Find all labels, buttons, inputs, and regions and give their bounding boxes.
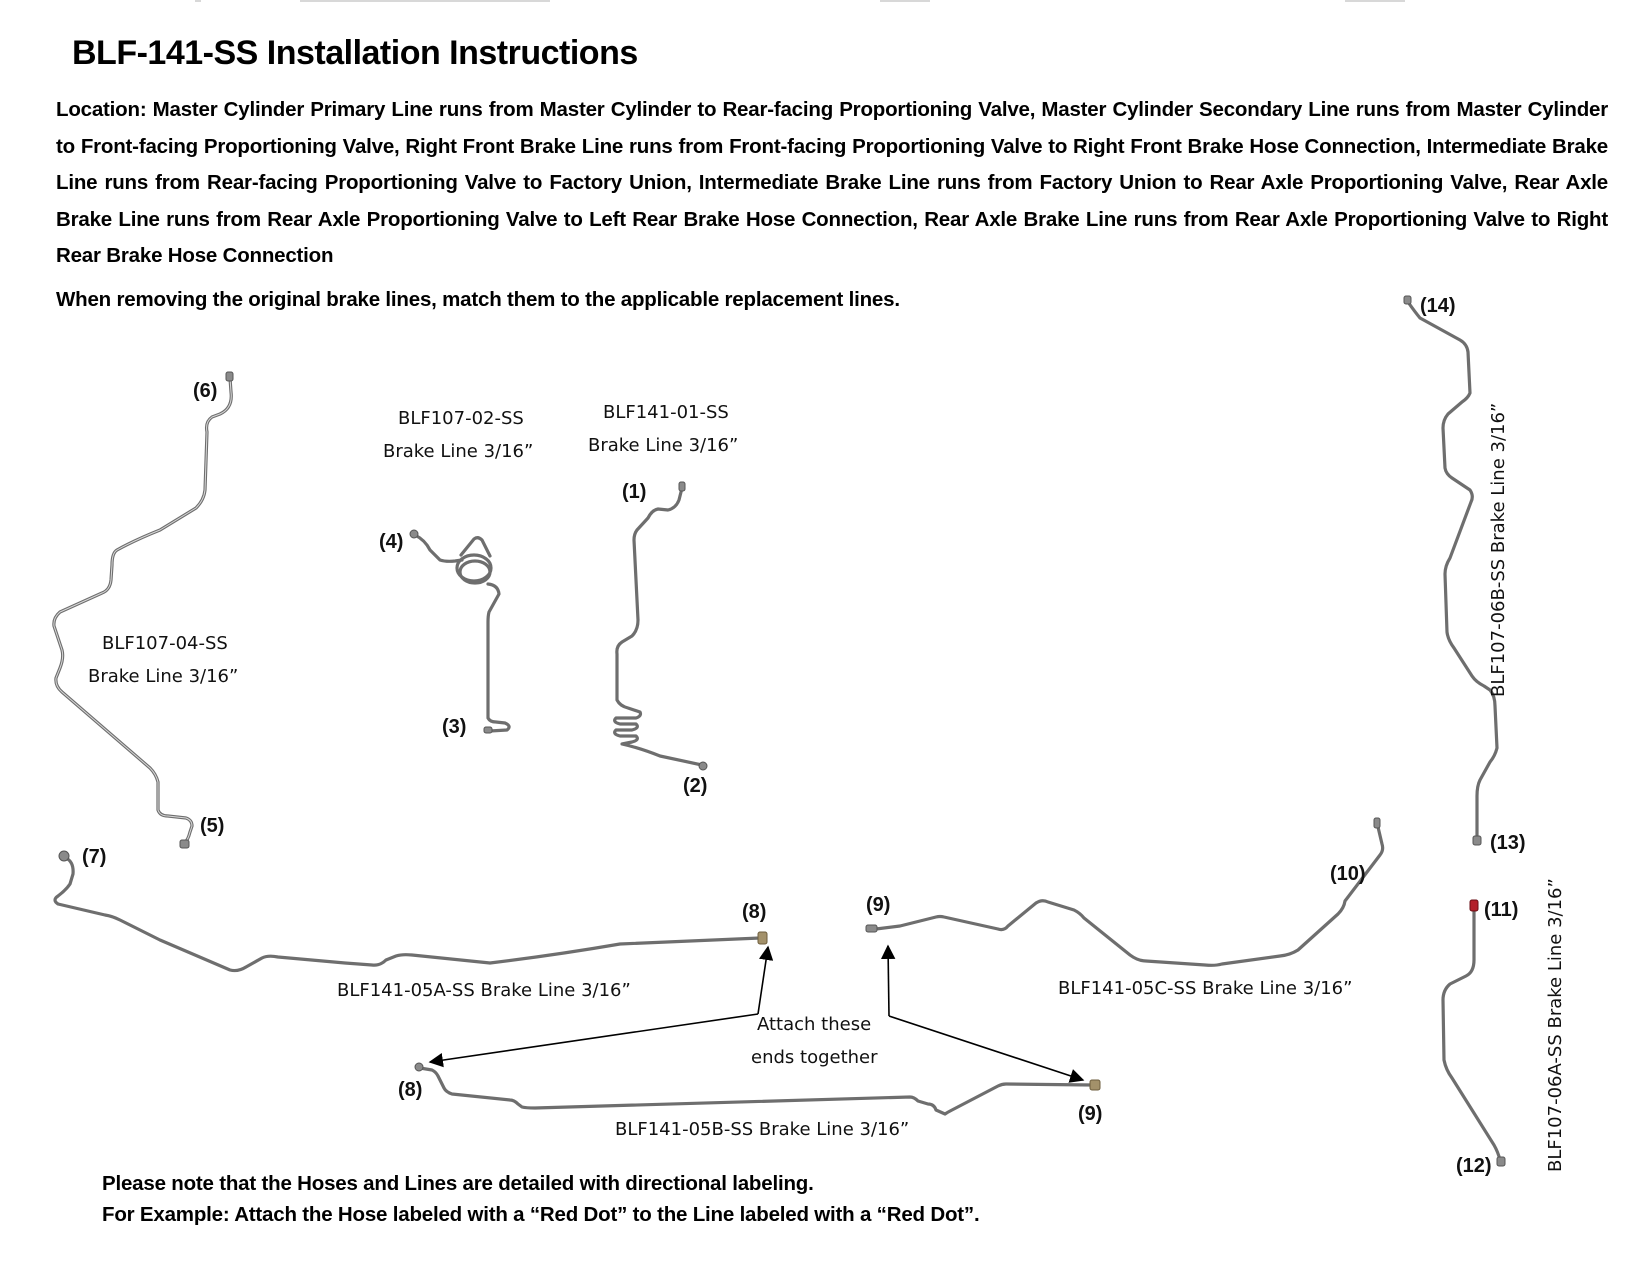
tube-path [53, 856, 762, 973]
fitting-end-7 [58, 850, 70, 862]
brake-line-blf141-01-ss: (1) (2) BLF141-01-SS Brake Line 3/16” [588, 402, 738, 797]
brake-line-blf141-05b-ss: (8) (9) BLF141-05B-SS Brake Line 3/16” [398, 1062, 1102, 1140]
brake-line-blf107-04-ss: (6) (5) BLF107-04-SS Brake Line 3/16” [52, 371, 238, 849]
part-number-blf141-01-ss: BLF141-01-SS [603, 402, 729, 423]
tube-path [1441, 910, 1502, 1162]
attach-ends-callout: Attach these ends together [428, 944, 1085, 1083]
fitting-end-2 [698, 761, 708, 771]
fitting-end-5 [179, 839, 190, 849]
end-label-14: (14) [1420, 295, 1456, 317]
tube-path [613, 486, 704, 767]
tube-path [52, 376, 233, 844]
end-label-9-upper: (9) [866, 894, 890, 916]
end-label-8-lower: (8) [398, 1079, 422, 1101]
end-label-7: (7) [82, 846, 106, 868]
page-title: BLF-141-SS Installation Instructions [72, 34, 638, 72]
fitting-end-9-lower [1089, 1079, 1101, 1091]
arrow-to-end-9-upper [880, 944, 896, 1017]
fitting-end-14 [1403, 295, 1412, 305]
end-label-2: (2) [683, 775, 707, 797]
part-size-blf141-01-ss: Brake Line 3/16” [588, 435, 738, 456]
end-label-11: (11) [1484, 899, 1518, 921]
fitting-end-6 [225, 371, 234, 382]
match-instruction: When removing the original brake lines, … [56, 288, 900, 311]
scan-artifacts [0, 0, 1650, 4]
fitting-end-4 [409, 529, 419, 539]
tube-path [459, 536, 492, 558]
fitting-end-8-lower [414, 1062, 424, 1072]
end-label-5: (5) [200, 815, 224, 837]
brake-line-blf107-06b-ss: (14) (13) BLF107-06B-SS Brake Line 3/16” [1403, 295, 1526, 854]
end-label-10: (10) [1330, 863, 1366, 885]
part-number-blf107-04-ss: BLF107-04-SS [102, 633, 228, 654]
tube-path [418, 1066, 1094, 1116]
brake-line-blf107-02-ss: (4) (3) BLF107-02-SS Brake Line 3/16” [379, 408, 533, 738]
end-label-6: (6) [193, 380, 217, 402]
end-label-8: (8) [742, 901, 766, 923]
fitting-end-8 [757, 931, 768, 945]
note-line-1: Please note that the Hoses and Lines are… [102, 1172, 814, 1195]
arrow-to-end-8-lower [428, 1013, 759, 1068]
end-label-1: (1) [622, 481, 646, 503]
part-label-blf141-05a-ss: BLF141-05A-SS Brake Line 3/16” [337, 980, 631, 1001]
brake-line-blf141-05a-ss: (7) (8) BLF141-05A-SS Brake Line 3/16” [53, 846, 768, 1001]
brake-line-blf107-06a-ss: (11) (12) BLF107-06A-SS Brake Line 3/16” [1441, 878, 1566, 1177]
red-dot-fitting-end-11 [1469, 899, 1479, 912]
brake-line-blf141-05c-ss: (9) (10) BLF141-05C-SS Brake Line 3/16” [865, 817, 1385, 999]
end-label-4: (4) [379, 531, 403, 553]
end-label-3: (3) [442, 716, 466, 738]
part-label-blf107-06a-ss: BLF107-06A-SS Brake Line 3/16” [1545, 878, 1566, 1172]
tube-path [1406, 300, 1499, 840]
fitting-end-12 [1496, 1156, 1506, 1167]
note-line-2: For Example: Attach the Hose labeled wit… [102, 1203, 980, 1226]
directional-labeling-note: Please note that the Hoses and Lines are… [102, 1168, 980, 1230]
fitting-end-13 [1472, 835, 1482, 846]
end-label-9-lower: (9) [1078, 1103, 1102, 1125]
arrow-to-end-9-lower [888, 1015, 1085, 1083]
callout-line-1: Attach these [757, 1014, 871, 1035]
fitting-end-3 [483, 726, 493, 734]
tube-coil [455, 553, 493, 583]
part-label-blf141-05c-ss: BLF141-05C-SS Brake Line 3/16” [1058, 978, 1352, 999]
tube-path [486, 582, 511, 733]
end-label-13: (13) [1490, 832, 1526, 854]
fitting-end-1 [678, 481, 686, 492]
arrow-to-end-8-upper [757, 945, 774, 1015]
part-number-blf107-02-ss: BLF107-02-SS [398, 408, 524, 429]
tube-highlight [53, 377, 232, 843]
tube-path [874, 825, 1385, 967]
callout-line-2: ends together [751, 1047, 878, 1068]
part-label-blf107-06b-ss: BLF107-06B-SS Brake Line 3/16” [1488, 403, 1509, 697]
tube-coil [458, 559, 492, 585]
fitting-end-9 [865, 924, 878, 933]
tube-path [413, 533, 464, 563]
part-label-blf141-05b-ss: BLF141-05B-SS Brake Line 3/16” [615, 1119, 909, 1140]
part-size-blf107-02-ss: Brake Line 3/16” [383, 441, 533, 462]
location-description: Location: Master Cylinder Primary Line r… [56, 98, 1608, 267]
fitting-end-10 [1373, 817, 1381, 829]
part-size-blf107-04-ss: Brake Line 3/16” [88, 666, 238, 687]
end-label-12: (12) [1456, 1155, 1492, 1177]
